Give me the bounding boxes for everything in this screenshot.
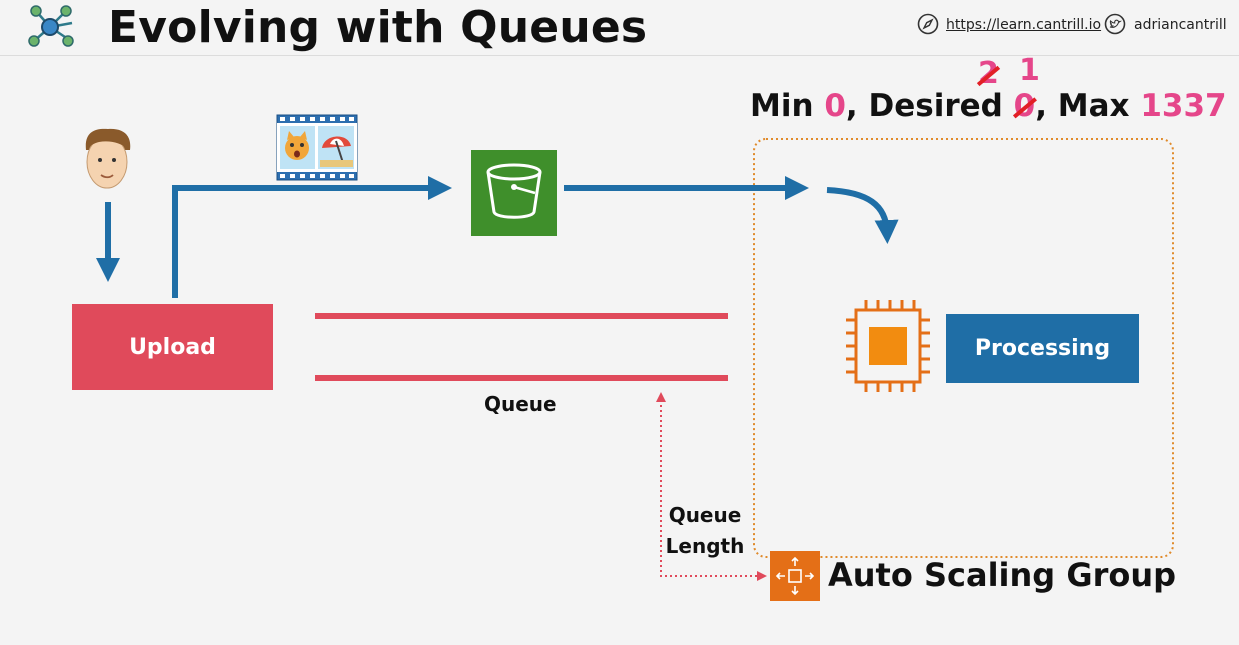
curved-into-processing-arrow bbox=[826, 187, 899, 244]
processing-label: Processing bbox=[974, 336, 1111, 361]
queue-length-arrowhead-up bbox=[656, 392, 666, 402]
course-url-link[interactable]: https://learn.cantrill.io bbox=[946, 17, 1102, 33]
min-value: 0 bbox=[824, 88, 846, 124]
desired-new-value: 1 bbox=[1019, 53, 1040, 88]
max-label: , Max bbox=[1035, 88, 1141, 124]
user-avatar-icon bbox=[85, 128, 131, 189]
desired-intermediate-value: 2 bbox=[978, 56, 999, 91]
network-nodes-icon bbox=[28, 5, 74, 47]
desired-old-value: 0 bbox=[1013, 88, 1036, 124]
min-label: Min bbox=[750, 88, 825, 124]
queue-length-line2: Length bbox=[665, 534, 745, 558]
asg-capacity-settings: Min 0, Desired 0, Max 1337 bbox=[750, 88, 1227, 124]
queue-length-arrowhead-right bbox=[757, 571, 767, 581]
upload-label: Upload bbox=[129, 334, 216, 360]
upload-to-bucket-arrow bbox=[172, 176, 452, 298]
auto-scaling-group-boundary bbox=[753, 138, 1174, 558]
ec2-instance-icon bbox=[846, 300, 930, 392]
upload-tier-box: Upload bbox=[72, 304, 273, 390]
compass-icon bbox=[917, 13, 939, 35]
auto-scaling-group-icon bbox=[770, 551, 820, 601]
s3-bucket-icon bbox=[471, 150, 557, 236]
queue-length-label: Queue Length bbox=[664, 500, 746, 562]
auto-scaling-group-label: Auto Scaling Group bbox=[828, 556, 1177, 594]
max-value: 1337 bbox=[1140, 88, 1227, 124]
page-title: Evolving with Queues bbox=[108, 2, 648, 53]
video-file-icon bbox=[276, 114, 358, 181]
twitter-handle: adriancantrill bbox=[1134, 17, 1227, 33]
twitter-bird-icon bbox=[1104, 13, 1126, 35]
queue-length-line1: Queue bbox=[668, 503, 742, 527]
queue-length-metric-arrow bbox=[660, 395, 762, 577]
desired-label: , Desired bbox=[845, 88, 1014, 124]
processing-tier-box: Processing bbox=[946, 314, 1139, 383]
queue-label: Queue bbox=[484, 392, 557, 416]
slide-header: Evolving with Queues https://learn.cantr… bbox=[0, 0, 1239, 56]
